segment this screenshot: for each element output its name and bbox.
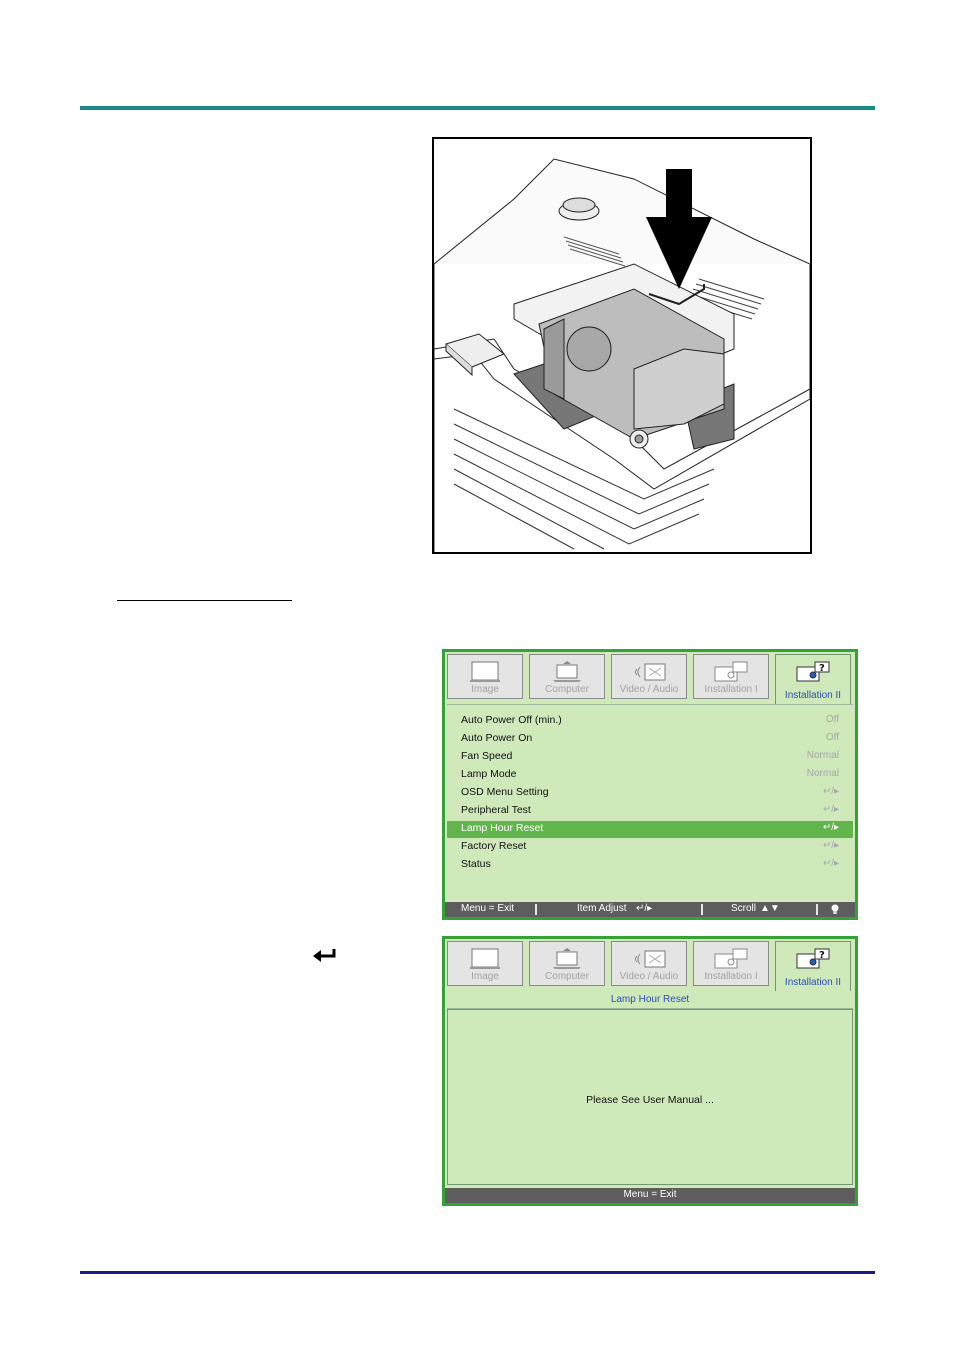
dialog-title: Lamp Hour Reset	[447, 991, 853, 1009]
tab-installation-ii[interactable]: ? Installation II	[775, 654, 851, 704]
menu-item-label: Auto Power Off (min.)	[461, 714, 562, 726]
installation-i-icon	[714, 948, 748, 969]
menu-item-fan-speed[interactable]: Fan Speed Normal	[447, 749, 853, 766]
tab-video-audio[interactable]: Video / Audio	[611, 654, 687, 699]
menu-item-lamp-hour-reset[interactable]: Lamp Hour Reset ↵/▸	[447, 821, 853, 838]
tab-installation-i[interactable]: Installation I	[693, 941, 769, 986]
svg-text:?: ?	[819, 663, 825, 674]
menu-item-label: Factory Reset	[461, 840, 527, 852]
image-icon	[470, 948, 500, 969]
tab-computer[interactable]: Computer	[529, 941, 605, 986]
computer-icon	[553, 661, 581, 682]
menu-item-label: Lamp Mode	[461, 768, 517, 780]
tab-image[interactable]: Image	[447, 654, 523, 699]
tab-label: Installation II	[784, 977, 842, 988]
tab-label: Video / Audio	[619, 684, 679, 695]
menu-item-value: Normal	[806, 768, 839, 779]
tab-installation-ii[interactable]: ? Installation II	[775, 941, 851, 991]
tab-label: Image	[471, 971, 499, 982]
tab-label: Installation I	[704, 684, 758, 695]
computer-icon	[553, 948, 581, 969]
tab-label: Image	[471, 684, 499, 695]
scroll-hint: Scroll	[731, 903, 757, 914]
menu-item-label: Peripheral Test	[461, 804, 531, 816]
tab-label: Video / Audio	[619, 971, 679, 982]
menu-item-value: ↵/▸	[822, 786, 839, 797]
lamp-installation-illustration	[432, 137, 812, 554]
menu-item-factory-reset[interactable]: Factory Reset ↵/▸	[447, 839, 853, 856]
tab-label: Computer	[545, 971, 589, 982]
projector-lamp-drawing	[434, 158, 810, 552]
item-adjust-hint: Item Adjust	[577, 903, 627, 914]
footer-separator	[816, 904, 818, 915]
menu-footer-bar: Menu = Exit Item Adjust ↵/▸ Scroll ▲▼	[445, 902, 855, 917]
installation-ii-icon: ?	[796, 948, 830, 969]
tab-computer[interactable]: Computer	[529, 654, 605, 699]
tab-installation-i[interactable]: Installation I	[693, 654, 769, 699]
tab-image[interactable]: Image	[447, 941, 523, 986]
lightbulb-icon	[831, 904, 839, 914]
menu-item-status[interactable]: Status ↵/▸	[447, 857, 853, 874]
installation-i-icon	[714, 661, 748, 682]
menu-item-label: Status	[461, 858, 491, 870]
menu-item-label: OSD Menu Setting	[461, 786, 549, 798]
image-icon	[470, 661, 500, 682]
tab-label: Installation I	[704, 971, 758, 982]
video-audio-icon	[635, 663, 666, 681]
tab-label: Computer	[545, 684, 589, 695]
scroll-arrows-icon: ▲▼	[760, 903, 780, 914]
menu-item-label: Auto Power On	[461, 732, 533, 744]
menu-item-lamp-mode[interactable]: Lamp Mode Normal	[447, 767, 853, 784]
installation-ii-icon: ?	[796, 661, 830, 682]
item-adjust-glyph: ↵/▸	[636, 903, 653, 914]
osd-lamp-hour-reset-dialog: Image Computer Video / Audio	[442, 936, 858, 1206]
menu-exit-hint: Menu = Exit	[461, 903, 515, 914]
menu-item-label: Lamp Hour Reset	[461, 822, 544, 834]
osd-menu-installation-ii: Image Computer Video / Audio	[442, 649, 858, 920]
menu-item-list: Auto Power Off (min.) Off Auto Power On …	[447, 704, 853, 870]
menu-item-auto-power-on[interactable]: Auto Power On Off	[447, 731, 853, 748]
menu-item-value: Normal	[806, 750, 839, 761]
svg-text:?: ?	[819, 950, 825, 961]
footer-rule	[80, 1271, 875, 1274]
menu-item-value: ↵/▸	[822, 858, 839, 869]
footer-separator	[535, 904, 537, 915]
enter-key-icon	[313, 949, 336, 962]
section-heading-underline	[117, 600, 292, 601]
menu-item-value: Off	[825, 732, 839, 743]
video-audio-icon	[635, 950, 666, 968]
menu-item-value: ↵/▸	[822, 822, 839, 833]
menu-item-label: Fan Speed	[461, 750, 513, 762]
dialog-message: Please See User Manual ...	[586, 1094, 714, 1106]
menu-item-osd-menu-setting[interactable]: OSD Menu Setting ↵/▸	[447, 785, 853, 802]
tab-label: Installation II	[784, 690, 842, 701]
menu-footer-bar: Menu = Exit	[445, 1188, 855, 1203]
menu-exit-hint: Menu = Exit	[623, 1189, 677, 1200]
dialog-body: Please See User Manual ...	[447, 1009, 853, 1185]
menu-item-peripheral-test[interactable]: Peripheral Test ↵/▸	[447, 803, 853, 820]
menu-item-value: Off	[825, 714, 839, 725]
menu-item-auto-power-off[interactable]: Auto Power Off (min.) Off	[447, 713, 853, 730]
footer-separator	[701, 904, 703, 915]
menu-item-value: ↵/▸	[822, 804, 839, 815]
menu-item-value: ↵/▸	[822, 840, 839, 851]
tab-video-audio[interactable]: Video / Audio	[611, 941, 687, 986]
header-rule	[80, 106, 875, 110]
